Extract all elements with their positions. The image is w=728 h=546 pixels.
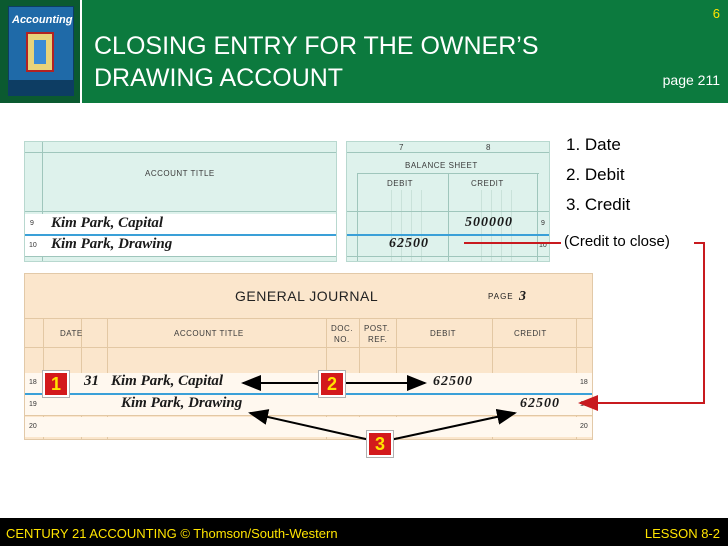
page-reference: page 211 bbox=[662, 72, 720, 88]
worksheet-account-title-section: ACCOUNT TITLE 9 Kim Park, Capital 10 Kim… bbox=[24, 141, 337, 262]
journal-post-ref-header-2: REF. bbox=[368, 335, 388, 344]
slide-footer: CENTURY 21 ACCOUNTING © Thomson/South-We… bbox=[0, 518, 728, 546]
callout-3: 3 bbox=[366, 430, 394, 458]
slide-header: Accounting CLOSING ENTRY FOR THE OWNER’S… bbox=[0, 0, 728, 103]
journal-row: 20 20 bbox=[25, 417, 592, 437]
red-arrow-credit-to-close bbox=[578, 242, 705, 411]
journal-credit-amount: 62500 bbox=[520, 396, 560, 411]
row-number-right: 10 bbox=[539, 242, 547, 249]
journal-credit-header: CREDIT bbox=[514, 329, 547, 338]
journal-day-cell: 31 bbox=[84, 373, 99, 389]
worksheet-account-title-header: ACCOUNT TITLE bbox=[145, 169, 215, 178]
journal-row: 18 31 Kim Park, Capital 62500 18 bbox=[25, 373, 592, 393]
textbook-cover-image: Accounting bbox=[0, 0, 82, 103]
step-debit: 2. Debit bbox=[566, 165, 625, 184]
step-date: 1. Date bbox=[566, 135, 621, 154]
journal-doc-header-2: NO. bbox=[334, 335, 350, 344]
journal-row: 19 Kim Park, Drawing 62500 19 bbox=[25, 395, 592, 415]
step-credit: 3. Credit bbox=[566, 195, 631, 214]
journal-doc-header-1: DOC. bbox=[331, 324, 353, 333]
journal-post-ref-header-1: POST. bbox=[364, 324, 390, 333]
journal-account-title-cell: Kim Park, Drawing bbox=[121, 395, 243, 411]
general-journal: GENERAL JOURNAL PAGE 3 DATE ACCOUNT TITL… bbox=[24, 273, 593, 440]
row-number-right: 18 bbox=[580, 379, 588, 386]
slide-number: 6 bbox=[712, 6, 720, 21]
credit-to-close-note: (Credit to close) bbox=[564, 233, 670, 250]
journal-page-label: PAGE bbox=[488, 292, 514, 301]
account-title-cell: Kim Park, Capital bbox=[51, 215, 164, 231]
row-number: 18 bbox=[29, 379, 37, 386]
row-number-right: 9 bbox=[541, 220, 545, 227]
balance-sheet-credit-amount: 500000 bbox=[465, 215, 513, 230]
book-brand-logo: Accounting bbox=[12, 14, 73, 26]
worksheet-row: 9 Kim Park, Capital bbox=[25, 214, 336, 234]
worksheet-balance-sheet-section: 7 8 BALANCE SHEET DEBIT CREDIT 500000 9 … bbox=[346, 141, 550, 262]
journal-title: GENERAL JOURNAL bbox=[235, 288, 379, 304]
row-number-right: 20 bbox=[580, 423, 588, 430]
balance-sheet-header: BALANCE SHEET bbox=[405, 161, 478, 170]
worksheet-column-7: 7 bbox=[399, 143, 404, 152]
footer-lesson: LESSON 8-2 bbox=[644, 526, 720, 541]
worksheet-row: 10 Kim Park, Drawing bbox=[25, 236, 336, 256]
journal-date-header: DATE bbox=[60, 329, 83, 338]
row-number: 19 bbox=[29, 401, 37, 408]
steps-list: 1. Date 2. Debit 3. Credit bbox=[566, 132, 630, 222]
slide-title-line-1: CLOSING ENTRY FOR THE OWNER’S bbox=[94, 32, 539, 60]
row-number: 10 bbox=[29, 242, 37, 249]
book-cover-band bbox=[8, 80, 74, 96]
row-number: 9 bbox=[30, 220, 34, 227]
slide-title-line-2: DRAWING ACCOUNT bbox=[94, 64, 344, 92]
journal-page-number: 3 bbox=[519, 289, 526, 304]
slide-title: CLOSING ENTRY FOR THE OWNER’S DRAWING AC… bbox=[94, 30, 539, 94]
account-title-cell: Kim Park, Drawing bbox=[51, 236, 173, 252]
journal-account-title-cell: Kim Park, Capital bbox=[111, 373, 224, 389]
footer-copyright: CENTURY 21 ACCOUNTING © Thomson/South-We… bbox=[6, 526, 338, 541]
journal-account-title-header: ACCOUNT TITLE bbox=[174, 329, 244, 338]
callout-2: 2 bbox=[318, 370, 346, 398]
balance-sheet-credit-header: CREDIT bbox=[471, 179, 504, 188]
worksheet-row: 500000 9 bbox=[347, 214, 549, 234]
worksheet-row: 62500 10 bbox=[347, 236, 549, 256]
callout-1: 1 bbox=[42, 370, 70, 398]
journal-debit-header: DEBIT bbox=[430, 329, 457, 338]
worksheet-column-8: 8 bbox=[486, 143, 491, 152]
balance-sheet-debit-amount: 62500 bbox=[389, 236, 429, 251]
book-cover-picture bbox=[26, 32, 54, 72]
journal-debit-amount: 62500 bbox=[433, 374, 473, 389]
row-number: 20 bbox=[29, 423, 37, 430]
balance-sheet-debit-header: DEBIT bbox=[387, 179, 414, 188]
row-number-right: 19 bbox=[580, 401, 588, 408]
